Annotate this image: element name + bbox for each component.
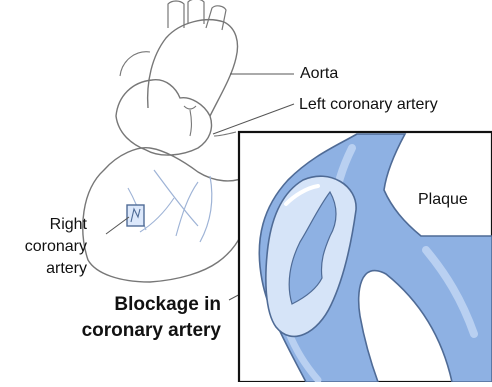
heart-illustration (83, 0, 251, 282)
aortic-valve-detail (184, 106, 196, 109)
right-coronary-leader-line (106, 217, 129, 234)
left-coronary-leader-line (213, 104, 294, 134)
heart-atrium-outline (116, 80, 212, 155)
aortic-branch-1 (168, 1, 184, 28)
heart-ventricle-outline (83, 148, 251, 282)
heart-vessel-5 (176, 182, 198, 236)
left-coronary-artery-label: Left coronary artery (299, 95, 438, 115)
heart-vessel-1 (154, 170, 198, 226)
right-coronary-artery-label-line-2: coronary (25, 237, 87, 257)
blockage-locator-box (127, 205, 144, 226)
artery-inset (239, 132, 492, 382)
right-coronary-artery-label-line-3: artery (46, 259, 87, 279)
aorta-label: Aorta (300, 64, 338, 84)
superior-vessel-outline (120, 52, 150, 76)
aortic-valve-detail-2 (190, 110, 192, 136)
right-coronary-artery-label-line-1: Right (50, 215, 87, 235)
aortic-branch-3 (206, 6, 226, 30)
heart-vessel-2 (200, 176, 212, 242)
aorta-outline (148, 20, 238, 116)
blockage-label-line-2: coronary artery (82, 319, 221, 343)
plaque-label: Plaque (418, 190, 468, 210)
blockage-label-line-1: Blockage in (114, 293, 221, 317)
